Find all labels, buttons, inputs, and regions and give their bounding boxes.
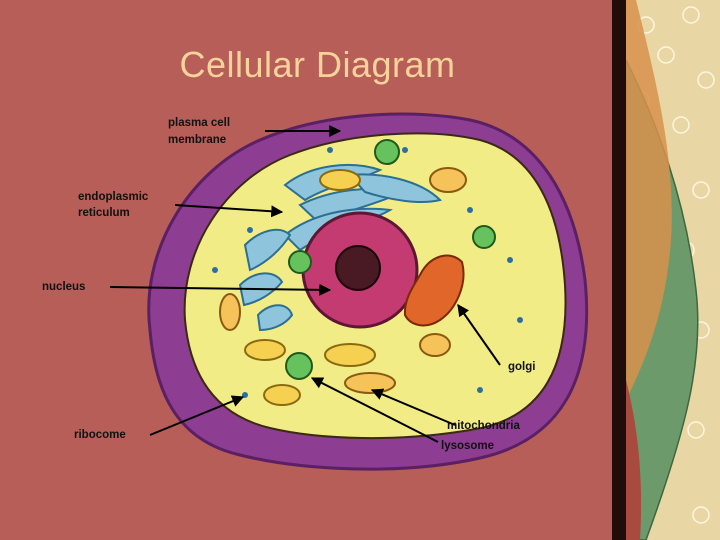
ribosome-arrow	[149, 395, 245, 436]
label-ribosome: ribocome	[74, 429, 126, 441]
label-er-line1: endoplasmic	[78, 191, 149, 203]
mitochondria	[219, 167, 467, 394]
lysosomes	[285, 139, 496, 380]
label-er-line2: reticulum	[78, 207, 130, 219]
label-golgi: golgi	[508, 361, 535, 373]
vesicles	[244, 169, 376, 406]
nucleolus	[335, 245, 381, 291]
decorative-side-panel	[626, 0, 720, 540]
label-mitochondria: mitochondria	[447, 420, 520, 432]
lysosome-arrow	[310, 377, 439, 443]
er-arrow	[174, 204, 284, 218]
label-lysosome: lysosome	[441, 440, 494, 452]
label-plasma-line2: membrane	[168, 134, 226, 146]
orange-leaf-shape	[626, 0, 672, 400]
panel-divider	[612, 0, 626, 540]
red-accent-shape	[626, 380, 642, 540]
label-plasma-line1: plasma cell	[168, 117, 230, 129]
mitochondria-arrow	[370, 388, 456, 426]
ribosomes	[212, 147, 523, 398]
nucleus-arrow	[109, 283, 332, 296]
golgi-arrow	[457, 304, 501, 366]
slide-title: Cellular Diagram	[179, 44, 456, 85]
golgi-apparatus	[403, 254, 465, 327]
label-nucleus: nucleus	[42, 281, 85, 293]
